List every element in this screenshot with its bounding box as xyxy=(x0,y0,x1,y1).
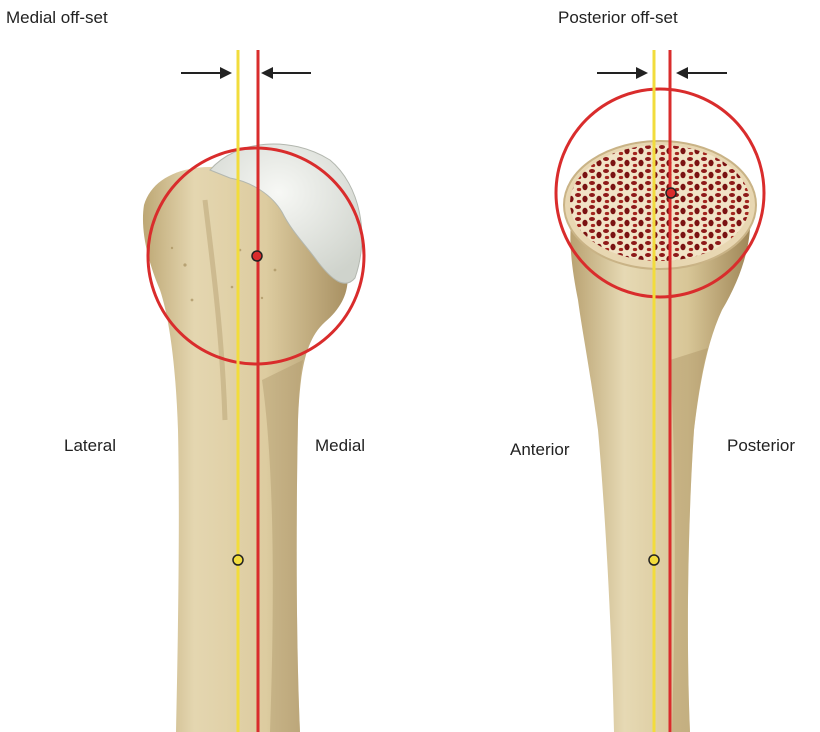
right-humerus-shaft-shading xyxy=(670,348,708,732)
right-cancellous-bone xyxy=(570,145,750,261)
right-humerus-bone xyxy=(570,215,750,732)
right-shaft-center-point xyxy=(649,555,659,565)
right-head-center-point xyxy=(666,188,676,198)
left-offset-arrows xyxy=(181,67,311,79)
left-shaft-center-point xyxy=(233,555,243,565)
right-humerus-illustration xyxy=(564,141,756,732)
right-offset-arrows xyxy=(597,67,727,79)
left-head-center-point xyxy=(252,251,262,261)
left-humerus-illustration xyxy=(143,144,362,732)
